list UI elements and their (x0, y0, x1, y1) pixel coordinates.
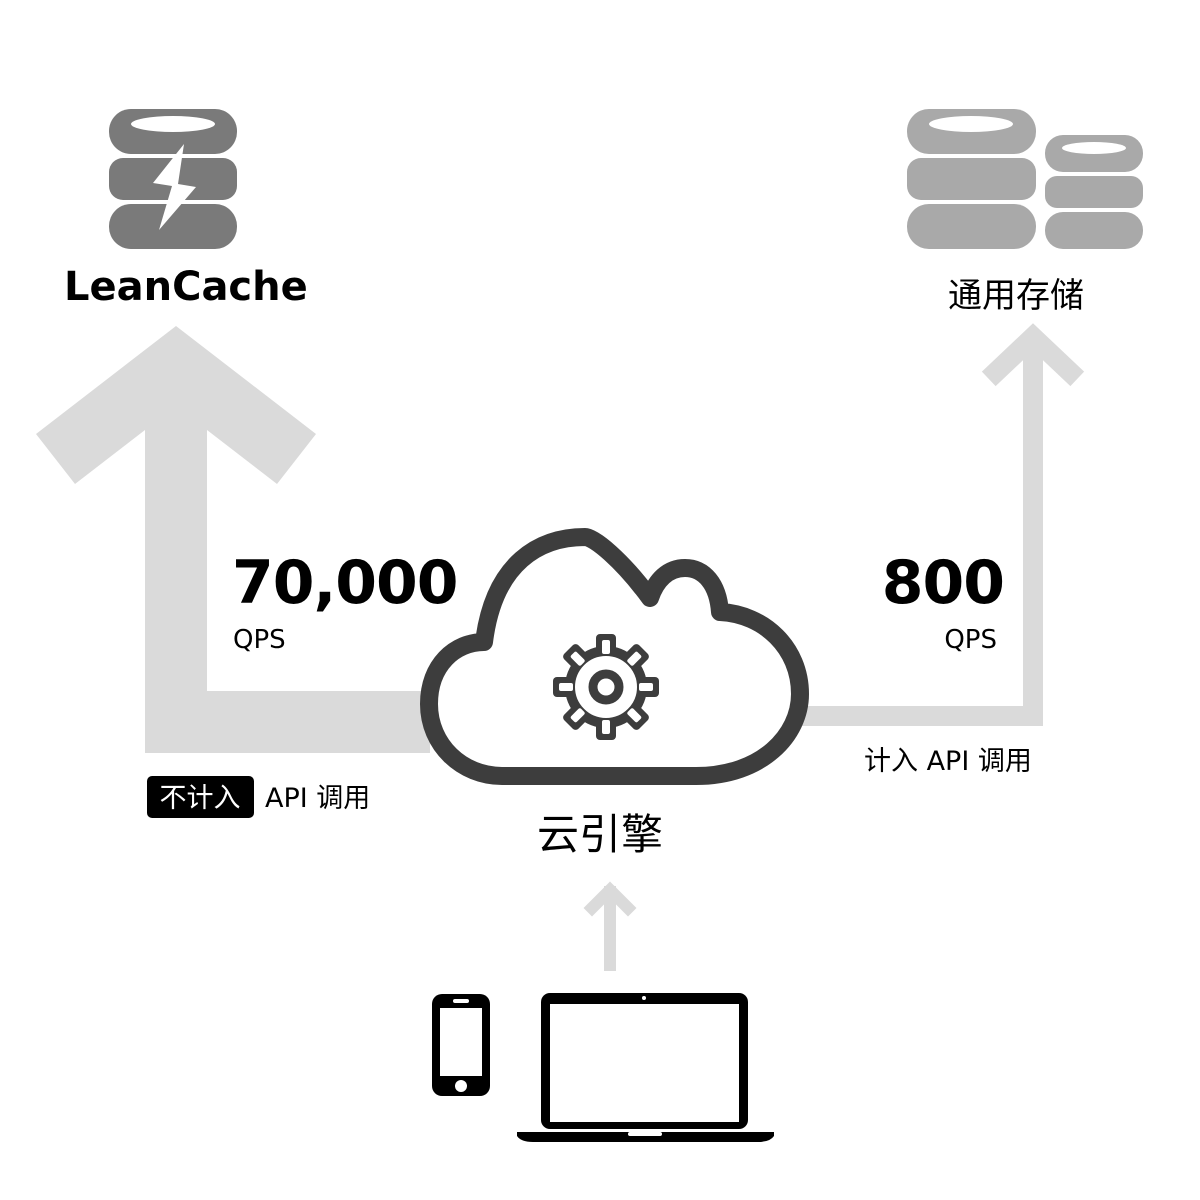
database-stack-icon (907, 109, 1143, 249)
leancache-qps-value: 70,000 (232, 548, 458, 618)
laptop-icon (517, 993, 774, 1142)
storage-title: 通用存储 (948, 276, 1084, 316)
not-counted-badge (147, 776, 254, 818)
leancache-title: LeanCache (64, 264, 308, 310)
lightning-bolt (153, 144, 196, 230)
storage-api-note: 计入 API 调用 (864, 746, 1032, 777)
database-lightning-icon (109, 109, 237, 249)
smartphone-icon (432, 994, 490, 1096)
storage-flow-arrowhead (981, 323, 1085, 387)
storage-qps-unit: QPS (944, 625, 997, 655)
engine-label: 云引擎 (537, 810, 663, 859)
gear-icon (553, 634, 659, 740)
leancache-flow-arrow (36, 326, 430, 753)
client-flow-arrow (583, 881, 637, 971)
leancache-api-note: API 调用 (265, 783, 370, 814)
storage-qps-value: 800 (882, 548, 1004, 618)
leancache-qps-unit: QPS (233, 625, 286, 655)
not-counted-badge-label: 不计入 (160, 783, 241, 814)
storage-flow-line (790, 350, 1043, 726)
